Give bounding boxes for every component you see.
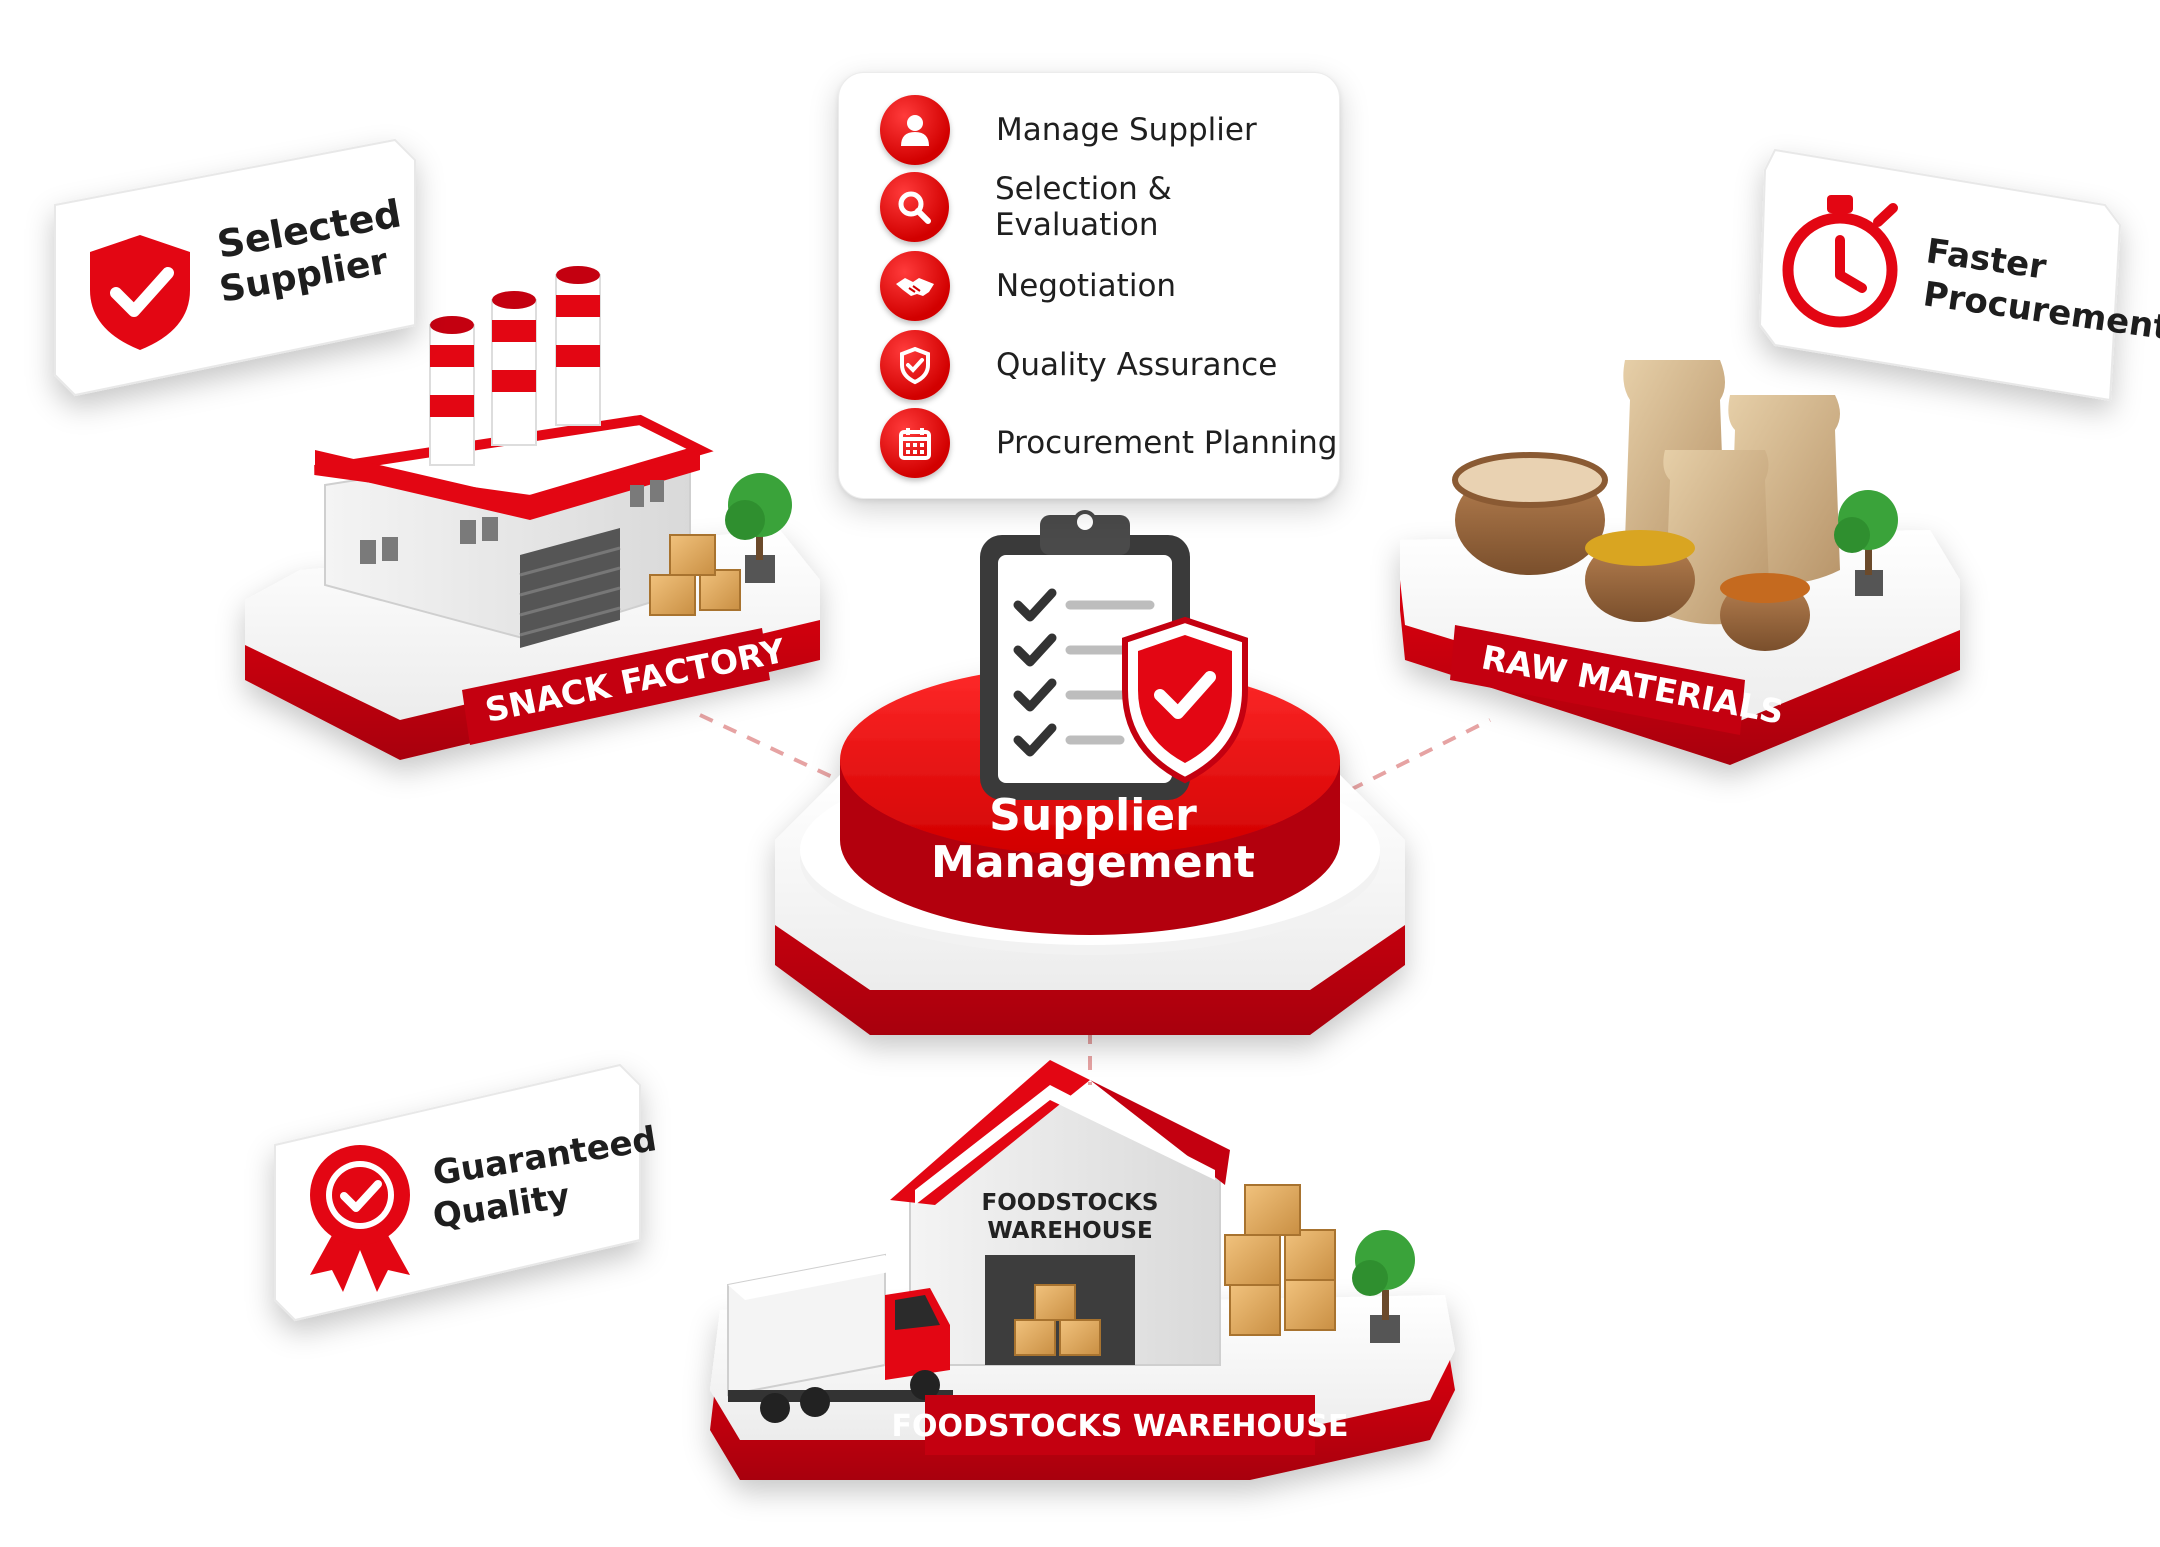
service-label: Quality Assurance [996,347,1278,383]
user-icon [880,95,950,165]
connector-raw [1349,718,1491,792]
faster-procurement-card [1758,148,2122,402]
service-item-quality-assurance[interactable]: Quality Assurance [880,330,1277,400]
shield-check-icon [90,235,190,350]
warehouse-sign-line1: FOODSTOCKS [982,1190,1159,1216]
warehouse-node: FOODSTOCKS WAREHOUSE [710,1060,1455,1480]
factory-garage-door [520,528,620,648]
center-title-line1: Supplier [989,790,1197,841]
stopwatch-icon [1782,195,1898,328]
warehouse-label: FOODSTOCKS WAREHOUSE [892,1409,1349,1444]
factory-chimneys [429,266,601,466]
connector-lines [699,713,1491,1085]
raw-materials-tree [1834,490,1898,596]
factory-boxes [649,534,741,616]
connector-factory [699,713,861,792]
service-label: Procurement Planning [996,425,1338,461]
service-item-negotiation[interactable]: Negotiation [880,251,1176,321]
warehouse-sign-line2: WAREHOUSE [987,1218,1152,1244]
service-label: Negotiation [996,268,1177,304]
factory-tree [725,473,792,583]
service-item-selection-evaluation[interactable]: Selection & Evaluation [880,171,1340,243]
center-title-line2: Management [931,837,1255,888]
center-shield-check-icon [1122,616,1248,784]
raw-material-bowls [1452,452,1810,651]
services-list: Manage Supplier Selection & Evaluation N… [840,75,1340,495]
shield-check-icon [880,330,950,400]
service-item-procurement-planning[interactable]: Procurement Planning [880,408,1337,478]
warehouse-boxes [1224,1184,1336,1336]
raw-materials-node: RAW MATERIALS [1400,360,1960,765]
handshake-icon [880,251,950,321]
service-label: Selection & Evaluation [994,171,1172,243]
delivery-truck-icon [727,1253,953,1423]
search-icon [880,172,949,242]
calendar-icon [880,408,950,478]
award-ribbon-icon [310,1145,410,1292]
warehouse-tree [1352,1230,1415,1343]
service-label: Manage Supplier [996,112,1257,148]
warehouse-banner: FOODSTOCKS WAREHOUSE [892,1395,1349,1455]
service-item-manage-supplier[interactable]: Manage Supplier [880,95,1257,165]
